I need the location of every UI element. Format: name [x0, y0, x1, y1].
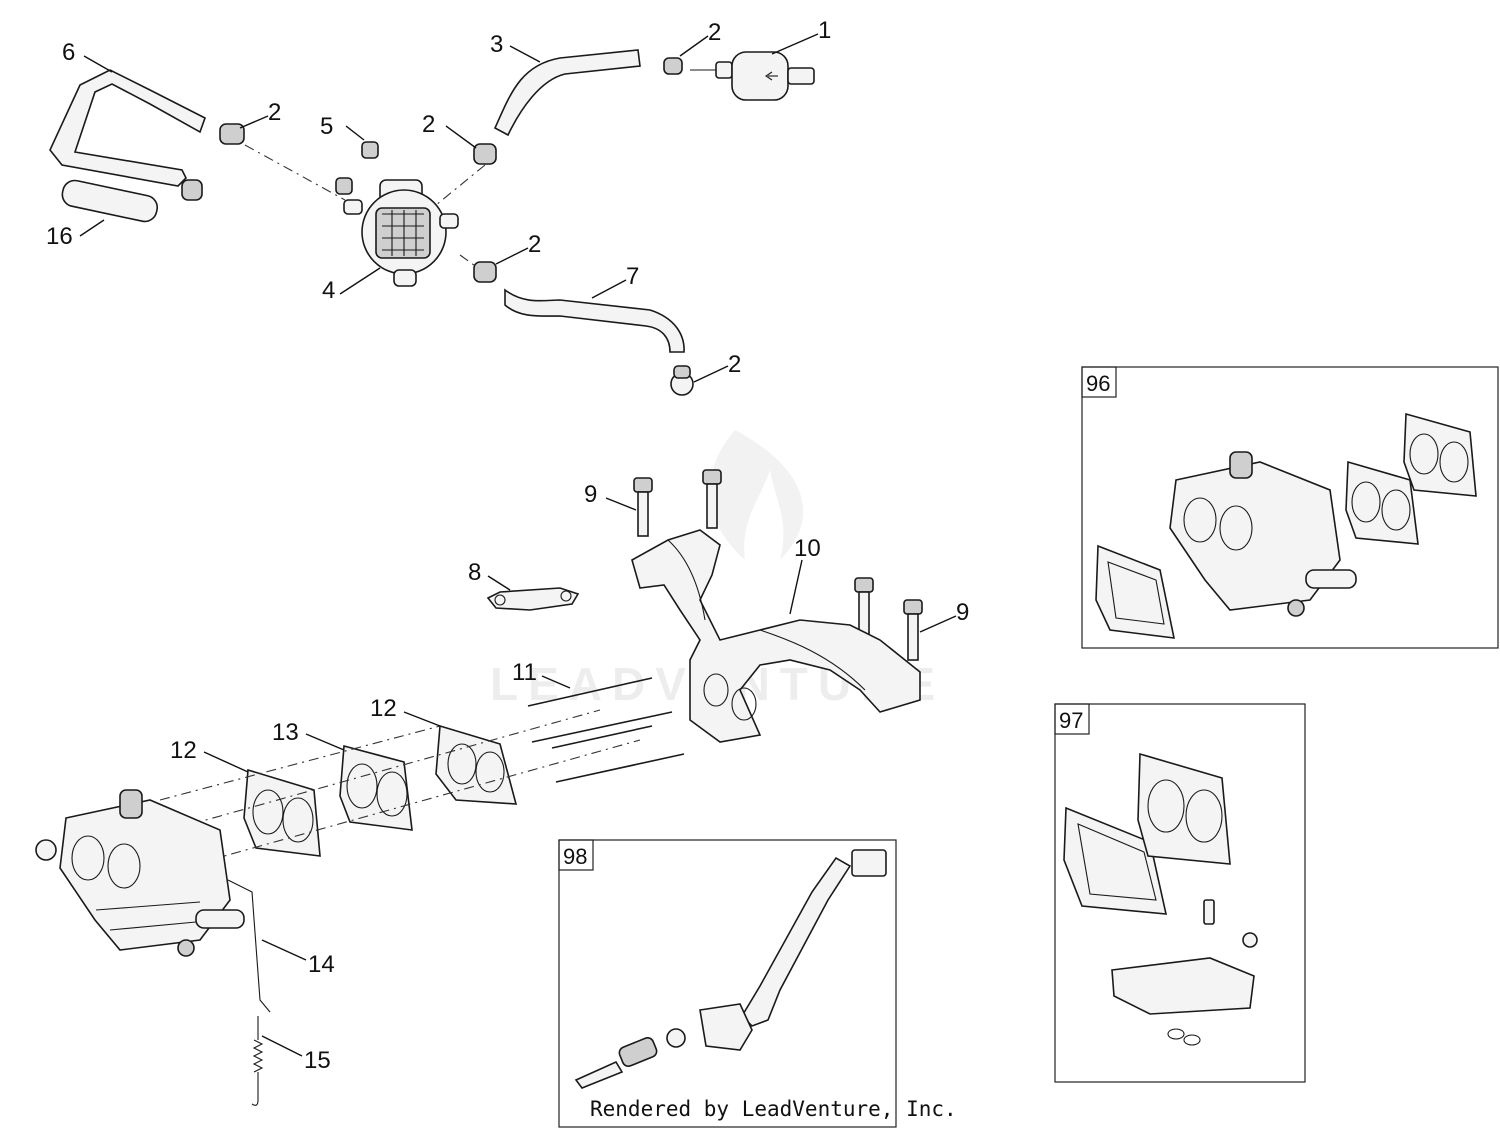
carburetor[interactable] [35, 789, 245, 957]
callout-8[interactable]: 8 [468, 559, 481, 586]
fuel-pump[interactable] [343, 179, 459, 287]
kit-box-98[interactable]: 98 [558, 839, 897, 1128]
hose-clamp-bottom[interactable] [670, 365, 694, 396]
hose-sleeve[interactable] [60, 178, 159, 223]
kit-tag-97: 97 [1059, 708, 1083, 733]
callout-14[interactable]: 14 [308, 951, 335, 978]
callout-2[interactable]: 2 [728, 351, 741, 378]
hose-clamp-upper-right[interactable] [663, 57, 683, 75]
callout-16[interactable]: 16 [46, 223, 73, 250]
callout-9[interactable]: 9 [956, 599, 969, 626]
callout-labels: 1 2 3 2 5 2 6 16 4 2 7 2 9 8 10 9 11 12 … [46, 17, 969, 1074]
governor-spring[interactable] [251, 1016, 264, 1106]
callout-15[interactable]: 15 [304, 1047, 331, 1074]
callout-10[interactable]: 10 [794, 535, 821, 562]
fuel-hose-lower[interactable] [504, 288, 685, 353]
callout-6[interactable]: 6 [62, 39, 75, 66]
callout-leaders [79, 33, 957, 1057]
callout-11[interactable]: 11 [512, 659, 537, 686]
callout-2[interactable]: 2 [268, 99, 281, 126]
callout-2[interactable]: 2 [422, 111, 435, 138]
kit-tag-98: 98 [563, 844, 587, 869]
carburetor-spacer[interactable] [339, 744, 413, 831]
callout-1[interactable]: 1 [818, 17, 831, 44]
hose-clamp-pump-bottom[interactable] [473, 261, 497, 283]
kit-tag-96: 96 [1086, 371, 1110, 396]
manifold-gasket[interactable] [486, 587, 580, 611]
callout-12[interactable]: 12 [170, 737, 197, 764]
callout-13[interactable]: 13 [272, 719, 299, 746]
callout-7[interactable]: 7 [626, 263, 639, 290]
manifold-bolt[interactable] [633, 469, 923, 661]
intake-manifold[interactable] [631, 529, 921, 743]
callout-12[interactable]: 12 [370, 695, 397, 722]
kit-box-97[interactable]: 97 [1054, 703, 1306, 1083]
hose-clamp-left[interactable] [181, 123, 245, 201]
fuel-hose-left[interactable] [49, 69, 206, 187]
hose-clamp-pump-top[interactable] [473, 143, 497, 165]
fuel-hose-upper[interactable] [493, 49, 641, 137]
kit-box-96[interactable]: 96 [1081, 366, 1499, 649]
carburetor-gasket-front[interactable] [243, 768, 321, 857]
fuel-filter[interactable] [690, 51, 815, 101]
callout-5[interactable]: 5 [320, 113, 333, 140]
carburetor-gasket-rear[interactable] [435, 724, 518, 805]
pump-mounting-screw[interactable] [335, 141, 379, 195]
callout-2[interactable]: 2 [708, 19, 721, 46]
callout-4[interactable]: 4 [322, 277, 335, 304]
manifold-stud[interactable] [527, 677, 685, 783]
credit-text: Rendered by LeadVenture, Inc. [590, 1097, 957, 1121]
callout-9[interactable]: 9 [584, 481, 597, 508]
callout-3[interactable]: 3 [490, 31, 503, 58]
throttle-link[interactable] [227, 879, 271, 1013]
callout-2[interactable]: 2 [528, 231, 541, 258]
